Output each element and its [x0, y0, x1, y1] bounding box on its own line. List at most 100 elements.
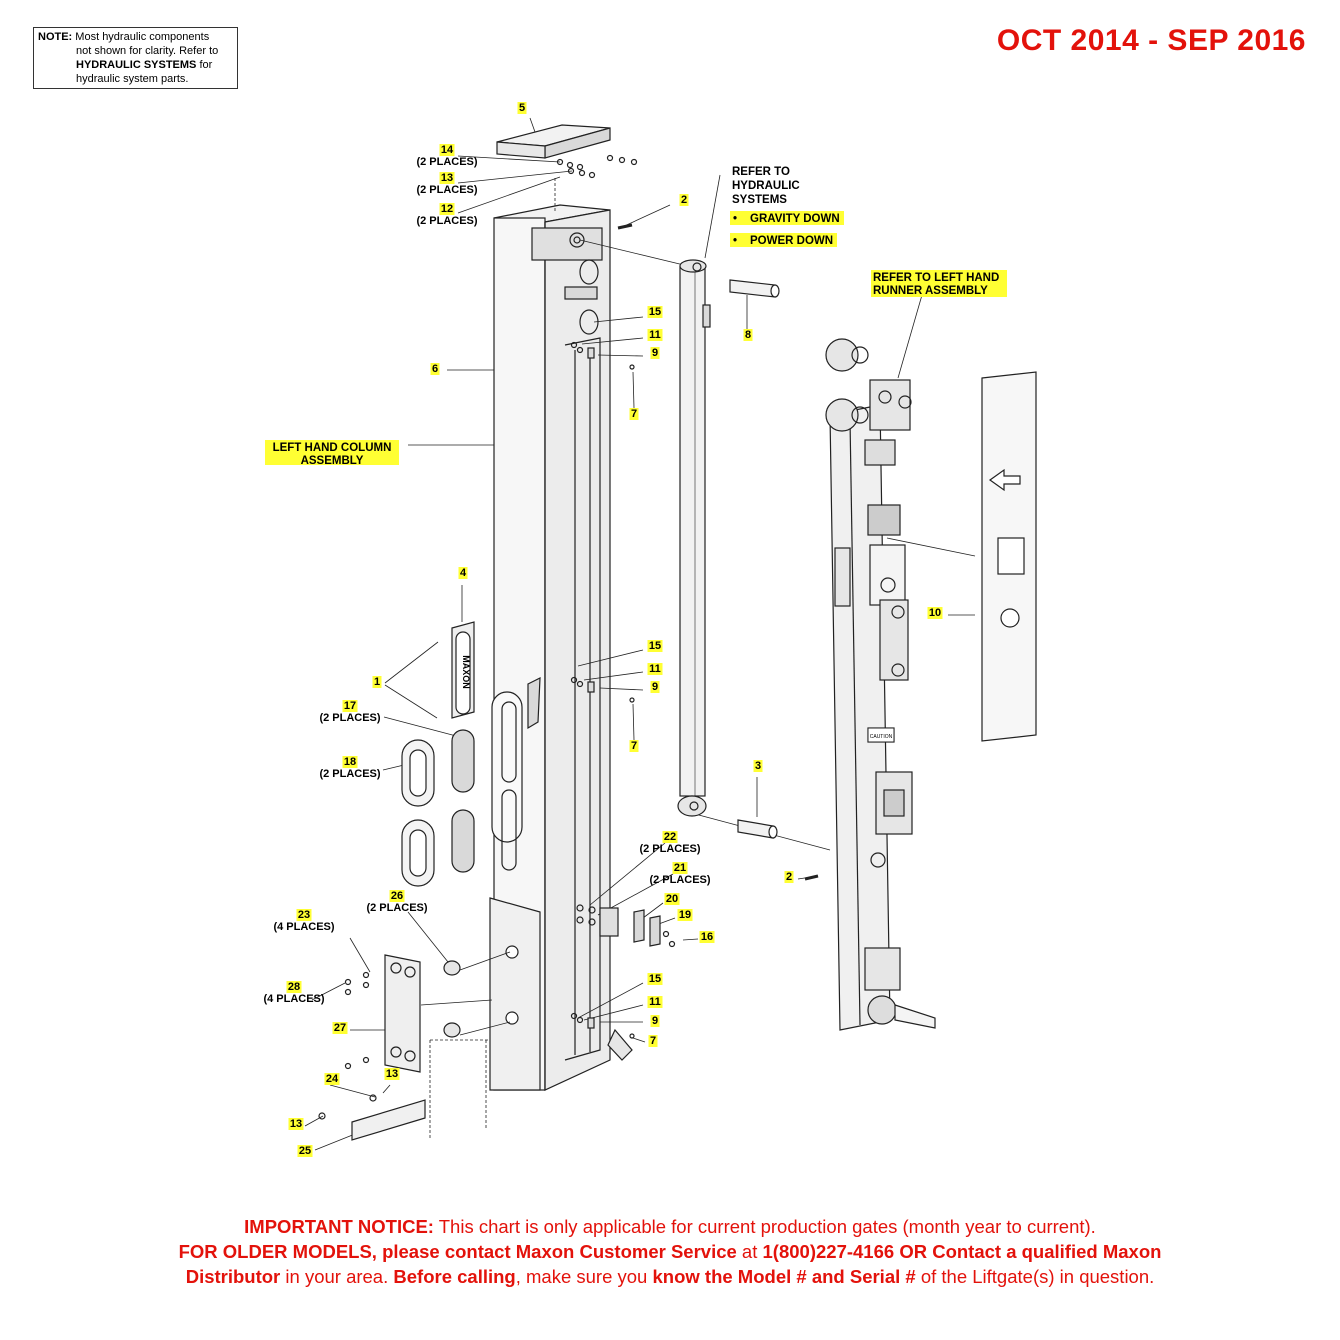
notice-line2: FOR OLDER MODELS, please contact Maxon C… [40, 1239, 1300, 1264]
bullet-1: • [733, 213, 737, 225]
callout-number: 3 [755, 760, 761, 772]
callout-number: 23 [298, 909, 310, 921]
callout-highlight [372, 676, 382, 688]
callout-highlight [439, 144, 455, 156]
callout-highlight [647, 663, 663, 675]
callout-c15a: 15 [647, 306, 663, 318]
callout-highlight [672, 862, 688, 874]
callout-quantity: (2 PLACES) [416, 184, 477, 196]
note-line2: not shown for clarity. Refer to [76, 45, 219, 57]
callout-highlight [384, 1068, 400, 1080]
notice-line3: Distributor in your area. Before calling… [40, 1264, 1300, 1289]
callout-highlight [699, 931, 715, 943]
callout-c22: 22(2 PLACES) [639, 831, 701, 855]
hydraulic-cylinder [677, 259, 711, 817]
callout-c13c: 13 [288, 1118, 304, 1130]
notice-p3-rest: of the Liftgate(s) in question. [915, 1266, 1155, 1287]
note-line1: Most hydraulic components [75, 31, 210, 43]
callout-c13a: 13(2 PLACES) [416, 172, 478, 196]
callout-number: 13 [386, 1068, 398, 1080]
callouts: 514(2 PLACES)13(2 PLACES)12(2 PLACES)281… [263, 102, 943, 1157]
callout-number: 11 [649, 996, 661, 1008]
callout-highlight [439, 203, 455, 215]
ref-power-down: POWER DOWN [750, 235, 833, 247]
roll-pins [617, 223, 819, 881]
callout-c11b: 11 [647, 663, 663, 675]
callout-c17: 17(2 PLACES) [319, 700, 381, 724]
callout-c5: 5 [517, 102, 527, 114]
callout-highlight [517, 102, 527, 114]
callout-c6: 6 [430, 363, 440, 375]
left-hand-column-part [489, 204, 611, 1091]
callout-number: 10 [929, 607, 941, 619]
callout-quantity: (2 PLACES) [366, 902, 427, 914]
callout-c9a: 9 [650, 347, 660, 359]
callout-quantity: (2 PLACES) [319, 712, 380, 724]
date-range-title: OCT 2014 - SEP 2016 [996, 24, 1306, 57]
callout-quantity: (4 PLACES) [273, 921, 334, 933]
callout-c9b: 9 [650, 681, 660, 693]
maxon-plate-part [451, 621, 475, 719]
callout-c13b: 13 [384, 1068, 400, 1080]
ref-hydraulic-l2: HYDRAULIC [732, 180, 800, 192]
callout-number: 26 [391, 890, 403, 902]
callout-highlight [650, 1015, 660, 1027]
notice-p2-mid: at [736, 1241, 763, 1262]
important-notice: IMPORTANT NOTICE: This chart is only app… [40, 1214, 1300, 1289]
callout-c3: 3 [753, 760, 763, 772]
callout-number: 27 [334, 1022, 346, 1034]
notice-line1: IMPORTANT NOTICE: This chart is only app… [40, 1214, 1300, 1239]
maxon-plate-text: MAXON [461, 655, 471, 689]
callout-highlight [324, 1073, 340, 1085]
callout-c7a: 7 [629, 408, 639, 420]
callout-number: 15 [649, 973, 661, 985]
callout-number: 8 [745, 329, 751, 341]
callout-c2b: 2 [784, 871, 794, 883]
callout-number: 9 [652, 347, 658, 359]
callout-c15b: 15 [647, 640, 663, 652]
ref-hydraulic-systems: REFER TO HYDRAULIC SYSTEMS • GRAVITY DOW… [730, 166, 844, 247]
callout-number: 14 [441, 144, 454, 156]
callout-c4: 4 [458, 567, 468, 579]
callout-number: 2 [786, 871, 792, 883]
ref-hydraulic-l1: REFER TO [732, 166, 790, 178]
callout-highlight [288, 1118, 304, 1130]
callout-highlight [647, 306, 663, 318]
notice-p3-bold3: know the Model # and Serial # [652, 1266, 916, 1287]
callout-quantity: (2 PLACES) [639, 843, 700, 855]
callout-number: 9 [652, 1015, 658, 1027]
slot-pads [401, 729, 475, 887]
callout-number: 7 [631, 740, 637, 752]
callout-number: 18 [344, 756, 356, 768]
notice-p1-bold: IMPORTANT NOTICE: [244, 1216, 434, 1237]
caution-label: CAUTION [867, 727, 895, 743]
caution-text: CAUTION [870, 734, 893, 740]
callout-number: 19 [679, 909, 691, 921]
callout-highlight [332, 1022, 348, 1034]
callout-highlight [342, 756, 358, 768]
callout-c25: 25 [297, 1145, 313, 1157]
callout-number: 17 [344, 700, 356, 712]
note-line3-bold: HYDRAULIC SYSTEMS [76, 59, 197, 71]
callout-c14: 14(2 PLACES) [416, 144, 478, 168]
ref-gravity-down: GRAVITY DOWN [750, 213, 840, 225]
maxon-plate-label: MAXON [461, 655, 471, 689]
notice-p2-bold2: 1(800)227-4166 OR Contact a qualified Ma… [762, 1241, 1162, 1262]
callout-number: 15 [649, 306, 661, 318]
notice-p2-bold: FOR OLDER MODELS, please contact Maxon C… [178, 1241, 737, 1262]
callout-c8: 8 [743, 329, 753, 341]
callout-c26: 26(2 PLACES) [366, 890, 428, 914]
leader-lines [304, 117, 976, 1151]
callout-highlight [753, 760, 763, 772]
callout-c28: 28(4 PLACES) [263, 981, 325, 1005]
callout-c1: 1 [372, 676, 382, 688]
ref-column-l2: ASSEMBLY [301, 455, 364, 467]
callout-c18: 18(2 PLACES) [319, 756, 381, 780]
note-box: NOTE: Most hydraulic components not show… [33, 27, 238, 89]
callout-c21: 21(2 PLACES) [649, 862, 711, 886]
callout-quantity: (2 PLACES) [319, 768, 380, 780]
callout-c15c: 15 [647, 973, 663, 985]
callout-highlight [647, 996, 663, 1008]
callout-highlight [679, 194, 689, 206]
callout-number: 21 [674, 862, 686, 874]
